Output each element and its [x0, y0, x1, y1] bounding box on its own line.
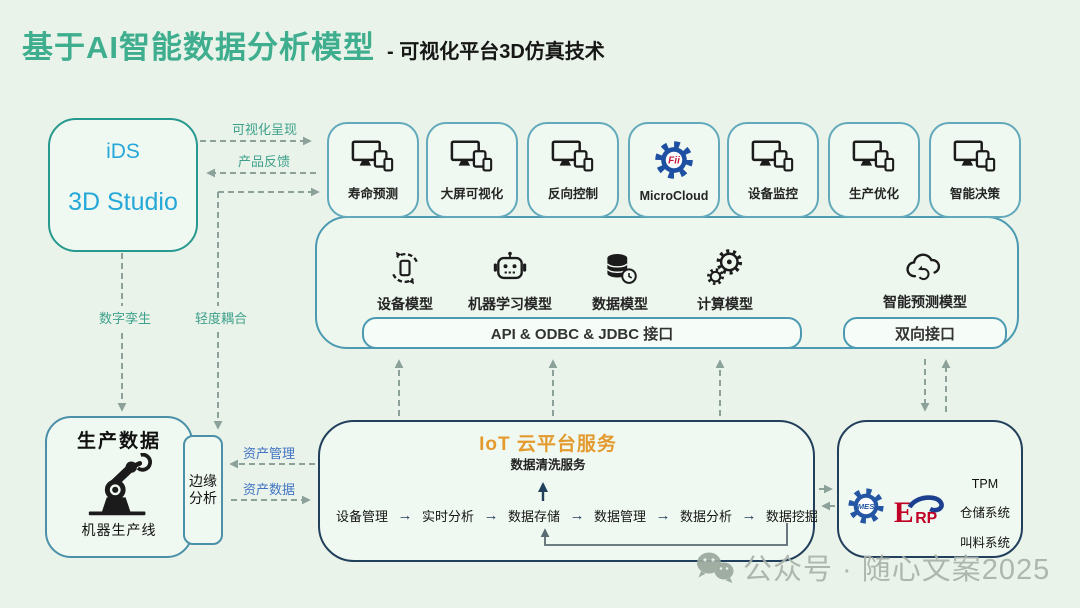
- gears-icon: [707, 249, 743, 286]
- page-header: 基于AI智能数据分析模型 - 可视化平台3D仿真技术: [22, 22, 605, 67]
- monitor-devices-icon: [351, 140, 394, 172]
- bidirectional-interface-label: 双向接口: [894, 325, 955, 343]
- data-cleaning-subtitle: 数据清洗服务: [510, 458, 586, 472]
- wechat-icon: [697, 552, 734, 583]
- production-data-title: 生产数据: [76, 431, 161, 452]
- watermark: 公众号 · 随心文案2025: [695, 546, 1050, 588]
- cloud-sync-icon: [906, 253, 941, 280]
- chain-step-device-management: 设备管理: [336, 509, 389, 524]
- app-box-reverse-control: 反向控制: [527, 122, 619, 218]
- asset-data-flow-label: 资产数据: [243, 482, 296, 497]
- product-feedback-flow-label: 产品反馈: [238, 154, 291, 169]
- model-computing: 计算模型: [665, 249, 785, 314]
- ids-3d-studio-box: iDS 3D Studio: [48, 118, 198, 252]
- erp-logo-rp: RP: [915, 510, 937, 527]
- production-data-box: 生产数据 机器生产线: [45, 416, 193, 558]
- iot-process-chain: 设备管理 实时分析 数据存储 数据管理 数据分析 数据挖掘: [336, 506, 818, 525]
- right-arrow-icon: [398, 507, 413, 524]
- mes-logo-text: MES: [858, 502, 876, 511]
- database-clock-icon: [606, 254, 637, 284]
- app-box-device-monitoring: 设备监控: [727, 122, 819, 218]
- edge-analysis-label-line2: 分析: [189, 490, 217, 506]
- model-machine-learning: 机器学习模型: [450, 249, 570, 314]
- app-box-intelligent-decision: 智能决策: [929, 122, 1021, 218]
- visualization-flow-label: 可视化呈现: [232, 122, 298, 137]
- light-coupling-flow-label: 轻度耦合: [192, 306, 251, 329]
- chain-step-data-management: 数据管理: [593, 509, 646, 524]
- app-box-big-screen-visualization: 大屏可视化: [426, 122, 518, 218]
- model-device: 设备模型: [345, 249, 465, 314]
- asset-management-flow-label: 资产管理: [243, 446, 296, 461]
- api-interface-label: API & ODBC & JDBC 接口: [490, 325, 674, 343]
- enterprise-systems-list: TPM 仓储系统 叫料系统: [950, 477, 1020, 551]
- fii-gear-icon: Fii: [655, 140, 693, 179]
- 3d-studio-label: 3D Studio: [68, 188, 178, 216]
- digital-twin-flow-label: 数字孪生: [96, 306, 155, 329]
- monitor-devices-icon: [751, 140, 794, 172]
- app-box-microcloud: Fii MicroCloud: [628, 122, 720, 218]
- device-sync-icon: [392, 251, 418, 285]
- iot-platform-title: IoT 云平台服务: [479, 434, 617, 455]
- mes-logo-icon: MES: [848, 488, 884, 524]
- system-warehouse: 仓储系统: [959, 506, 1010, 520]
- edge-analysis-box: 边缘 分析: [183, 435, 223, 545]
- chain-step-data-storage: 数据存储: [507, 509, 560, 524]
- monitor-devices-icon: [551, 140, 594, 172]
- robot-icon: [493, 251, 527, 280]
- model-label: 智能预测模型: [883, 294, 967, 310]
- chain-step-data-mining: 数据挖掘: [765, 509, 818, 524]
- monitor-devices-icon: [852, 140, 895, 172]
- model-prediction: 智能预测模型: [865, 249, 985, 312]
- page-subtitle: - 可视化平台3D仿真技术: [387, 41, 605, 63]
- chain-step-data-analysis: 数据分析: [679, 509, 732, 524]
- right-arrow-icon: [655, 507, 670, 524]
- system-material-call: 叫料系统: [959, 536, 1010, 550]
- page-title: 基于AI智能数据分析模型: [22, 30, 375, 65]
- model-label: 数据模型: [592, 296, 648, 312]
- monitor-devices-icon: [953, 140, 996, 172]
- ids-label: iDS: [106, 140, 140, 163]
- model-data: 数据模型: [560, 249, 680, 314]
- system-tpm: TPM: [971, 477, 999, 491]
- app-label: 生产优化: [848, 187, 899, 201]
- app-label: 智能决策: [949, 187, 1000, 201]
- watermark-text: 公众号 · 随心文案2025: [743, 554, 1051, 586]
- model-label: 设备模型: [377, 296, 433, 312]
- monitor-devices-icon: [450, 140, 493, 172]
- app-label: 反向控制: [547, 187, 598, 201]
- model-label: 机器学习模型: [468, 296, 552, 312]
- chain-step-realtime-analysis: 实时分析: [421, 509, 474, 524]
- app-label: MicroCloud: [639, 188, 709, 203]
- model-label: 计算模型: [697, 296, 753, 312]
- erp-logo-icon: E RP: [894, 495, 944, 527]
- erp-logo-e: E: [894, 497, 914, 527]
- app-box-production-optimization: 生产优化: [828, 122, 920, 218]
- api-interface-box: API & ODBC & JDBC 接口: [362, 317, 802, 349]
- app-box-lifetime-prediction: 寿命预测: [327, 122, 419, 218]
- production-line-caption: 机器生产线: [81, 522, 157, 538]
- right-arrow-icon: [741, 507, 756, 524]
- app-label: 寿命预测: [347, 187, 398, 201]
- robot-arm-icon: [88, 453, 152, 516]
- bidirectional-interface-box: 双向接口: [843, 317, 1007, 349]
- edge-analysis-label-line1: 边缘: [189, 473, 217, 490]
- right-arrow-icon: [483, 507, 498, 524]
- fii-logo-text: Fii: [668, 155, 680, 166]
- app-label: 大屏可视化: [440, 187, 504, 201]
- app-label: 设备监控: [747, 187, 798, 201]
- right-arrow-icon: [569, 507, 584, 524]
